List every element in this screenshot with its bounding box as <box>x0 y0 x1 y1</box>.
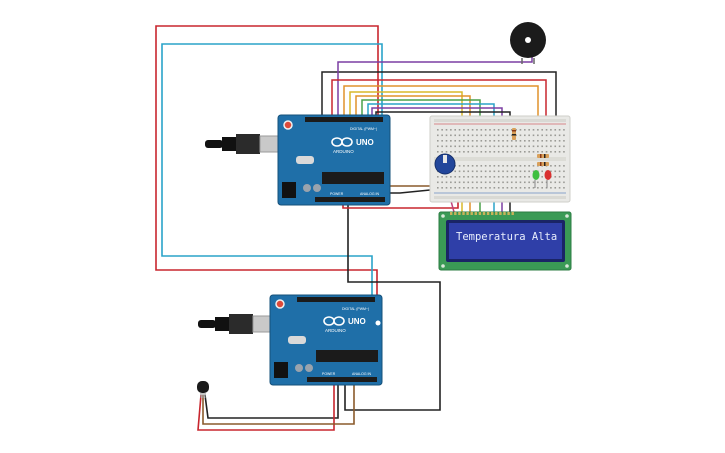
wire-red-sensor[interactable] <box>197 385 335 431</box>
board-analog-label-2: ANALOG IN <box>352 372 372 376</box>
board-brand-1: ARDUINO <box>333 149 354 154</box>
green-led[interactable] <box>532 170 540 188</box>
resistor-1[interactable] <box>512 128 516 140</box>
wire-red-loop[interactable] <box>155 25 379 296</box>
red-led[interactable] <box>544 170 552 188</box>
board-model-2: UNO <box>348 317 366 326</box>
arduino-uno-1[interactable]: UNO ARDUINO DIGITAL (PWM~) POWER ANALOG … <box>205 114 391 206</box>
arduino-uno-2[interactable]: UNO ARDUINO DIGITAL (PWM~) POWER ANALOG … <box>198 294 383 386</box>
usb-cable-1 <box>205 134 291 154</box>
board-brand-2: ARDUINO <box>325 328 346 333</box>
header-bottom-1 <box>315 197 385 202</box>
wires-long <box>155 25 459 431</box>
lcd-module[interactable]: Temperatura Alta <box>438 211 572 271</box>
board-digital-label-1: DIGITAL (PWM~) <box>350 127 377 131</box>
wire-orange[interactable] <box>343 85 539 140</box>
board-digital-label-2: DIGITAL (PWM~) <box>342 307 369 311</box>
piezo-buzzer[interactable] <box>510 22 546 64</box>
lcd-line-1: Temperatura Alta <box>456 231 557 243</box>
wire-purple[interactable] <box>337 55 533 118</box>
temperature-sensor[interactable] <box>197 381 209 398</box>
board-power-label-2: POWER <box>322 372 336 376</box>
potentiometer[interactable] <box>434 153 456 175</box>
resistors <box>512 128 549 166</box>
resistor-3[interactable] <box>537 162 549 166</box>
wire-brown-sensor[interactable] <box>202 385 355 425</box>
header-top-1 <box>305 117 383 122</box>
resistor-2[interactable] <box>537 154 549 158</box>
board-model-1: UNO <box>356 138 374 147</box>
wire-black-sensor[interactable] <box>204 385 339 419</box>
arduino-logo-1 <box>331 137 353 147</box>
header-top-2 <box>297 297 375 302</box>
lcd-pins <box>450 212 514 215</box>
breadboard-holes <box>437 129 565 189</box>
wire-black-gnd[interactable] <box>344 205 441 411</box>
board-power-label-1: POWER <box>330 192 344 196</box>
arduino-logo-2 <box>323 316 345 326</box>
wire-cyan-loop[interactable] <box>161 43 383 296</box>
board-analog-label-1: ANALOG IN <box>360 192 380 196</box>
header-bottom-2 <box>307 377 377 382</box>
